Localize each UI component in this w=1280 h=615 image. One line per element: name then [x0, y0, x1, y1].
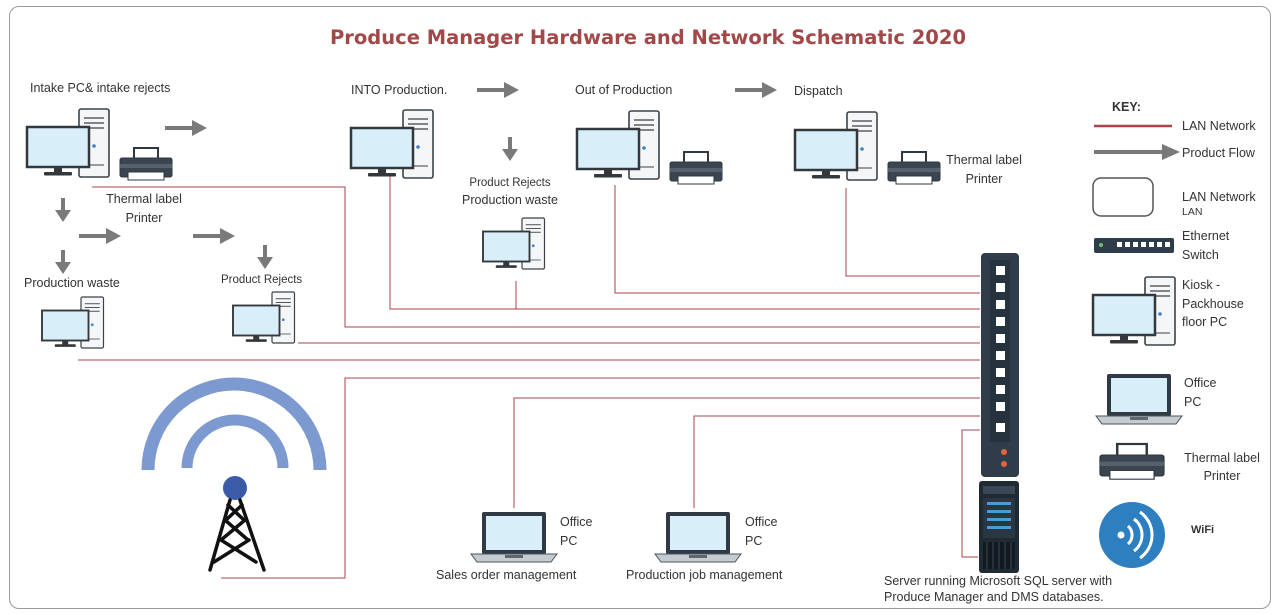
ethernet-switch-icon: [981, 253, 1019, 477]
thermal-printer-icon: [887, 151, 941, 185]
key-office-label-line2: PC: [1184, 395, 1202, 409]
out-of-production-label: Out of Production: [575, 83, 673, 97]
sales-order-caption: Sales order management: [436, 568, 577, 582]
key-printer-label-line1: Thermal label: [1184, 451, 1260, 465]
dispatch-label: Dispatch: [794, 84, 843, 98]
diagram-frame: [9, 6, 1271, 609]
intake-station: [25, 107, 173, 181]
production-waste-station: [41, 296, 105, 349]
intake-printer-label-line2: Printer: [125, 211, 163, 225]
flow-arrow-down-icon: [500, 135, 520, 163]
lan-line-production-office: [693, 415, 980, 508]
out-of-production-station: [575, 109, 723, 185]
sales-office-pc-label-line2: PC: [560, 534, 578, 548]
flow-arrow-icon: [77, 226, 123, 246]
server-caption-line2: Produce Manager and DMS databases.: [884, 590, 1104, 604]
desktop-pc-icon: [575, 109, 661, 181]
production-office-pc-label-line2: PC: [745, 534, 763, 548]
into-production-label: INTO Production.: [351, 83, 448, 97]
product-rejects-station-upper: [482, 217, 546, 270]
product-rejects-label-line1: Product Rejects: [469, 177, 551, 189]
desktop-pc-icon: [232, 291, 296, 344]
dispatch-station: [793, 110, 941, 185]
wifi-icon: [1099, 502, 1165, 568]
flow-arrow-down-icon: [53, 196, 73, 224]
flow-arrow-down-icon: [255, 243, 275, 271]
key-lan-box-label-line2: LAN: [1182, 206, 1203, 218]
flow-arrow-down-icon: [53, 248, 73, 276]
production-office-pc-label-line1: Office: [745, 515, 778, 529]
ethernet-switch-key-icon: [1094, 238, 1174, 253]
lan-line-sales-office: [513, 397, 980, 508]
product-rejects-lower-label: Product Rejects: [221, 274, 303, 286]
product-rejects-label-line2: Production waste: [462, 193, 558, 207]
production-waste-label: Production waste: [24, 276, 120, 290]
desktop-pc-icon: [349, 108, 435, 180]
lan-line-intake: [92, 186, 980, 328]
desktop-pc-icon: [793, 110, 879, 182]
lan-line-out-of-production: [614, 185, 980, 294]
lan-lines: [78, 176, 980, 579]
lan-line-wifi: [221, 377, 980, 579]
intake-label: Intake PC& intake rejects: [30, 81, 171, 95]
desktop-pc-icon: [482, 217, 546, 270]
production-job-caption: Production job management: [626, 568, 783, 582]
key-heading: KEY:: [1112, 100, 1141, 114]
thermal-printer-icon: [1098, 442, 1166, 481]
thermal-printer-icon: [119, 147, 173, 181]
dispatch-printer-label-line1: Thermal label: [946, 153, 1022, 167]
lan-line-server: [961, 429, 980, 558]
lan-line-into-production: [389, 176, 980, 310]
key-lan-label: LAN Network: [1182, 119, 1256, 133]
page-title: Produce Manager Hardware and Network Sch…: [329, 26, 967, 49]
into-production-station: [349, 108, 435, 180]
desktop-pc-icon: [1091, 275, 1177, 347]
dispatch-printer-label-line2: Printer: [965, 172, 1003, 186]
server-icon: [979, 481, 1019, 573]
key-kiosk-label-line2: Packhouse: [1182, 297, 1244, 311]
key-kiosk-label-line1: Kiosk -: [1182, 278, 1221, 292]
desktop-pc-icon: [41, 296, 105, 349]
key-printer-label-line2: Printer: [1203, 469, 1241, 483]
flow-arrow-icon: [733, 80, 779, 100]
server-caption-line1: Server running Microsoft SQL server with: [884, 574, 1113, 588]
product-rejects-station: [232, 291, 296, 344]
key-wifi-label: WiFi: [1191, 524, 1215, 536]
flow-arrow-icon: [191, 226, 237, 246]
flow-arrow-icon: [1162, 144, 1180, 160]
thermal-printer-icon: [669, 151, 723, 185]
sales-office-pc-label-line1: Office: [560, 515, 593, 529]
key-switch-label-line1: Ethernet: [1182, 229, 1230, 243]
laptop-icon: [1095, 373, 1183, 425]
flow-arrow-icon: [475, 80, 521, 100]
key-kiosk-label-line3: floor PC: [1182, 315, 1228, 329]
key-office-label-line1: Office: [1184, 376, 1217, 390]
flow-arrow-icon: [163, 118, 209, 138]
desktop-pc-icon: [25, 107, 111, 179]
lan-line-dispatch: [845, 188, 980, 277]
key-flow-label: Product Flow: [1182, 146, 1255, 160]
key-switch-label-line2: Switch: [1182, 248, 1219, 262]
intake-printer-label-line1: Thermal label: [106, 192, 182, 206]
wifi-tower-icon: [141, 377, 327, 572]
key-legend: [1091, 124, 1183, 568]
lan-box-icon: [1092, 177, 1154, 217]
key-lan-box-label-line1: LAN Network: [1182, 190, 1256, 204]
laptop-icon: [470, 511, 558, 563]
laptop-icon: [654, 511, 742, 563]
